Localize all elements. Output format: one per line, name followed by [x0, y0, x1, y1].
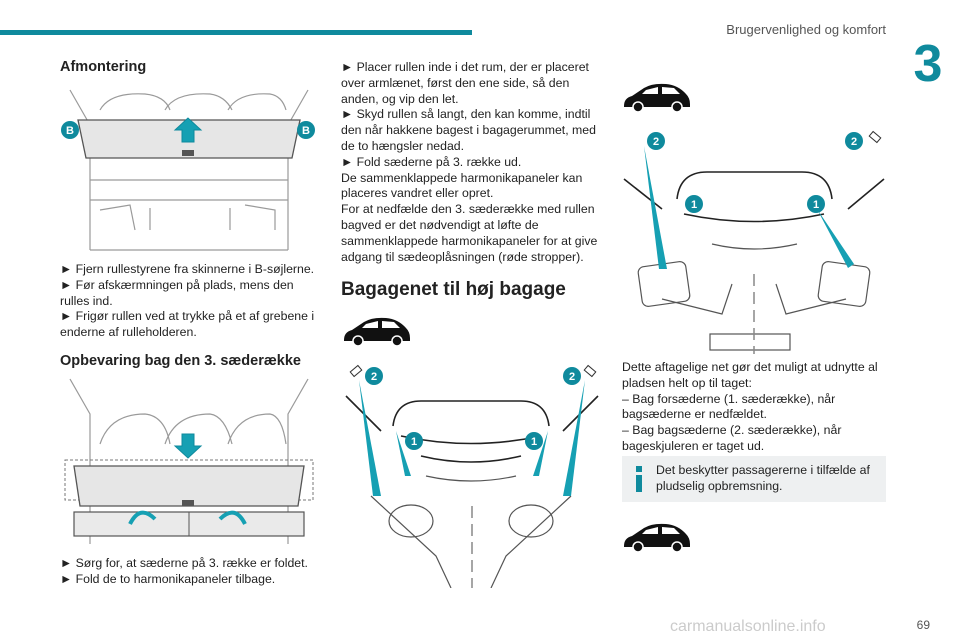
label-1-left: 1: [411, 436, 417, 448]
car-silhouette-icon: [624, 523, 690, 553]
para-behind-rear-seats: – Bag bagsæderne (2. sæderække), når bag…: [622, 423, 842, 453]
middle-heading-container: Bagagenet til høj bagage: [341, 278, 603, 302]
figure-net-mounting-right: 2 2 1 1: [622, 124, 886, 354]
label-2-left: 2: [653, 136, 659, 148]
info-text: Det beskytter passagererne i tilfælde af…: [656, 463, 870, 493]
left-bullets-2: ► Sørg for, at sæderne på 3. række er fo…: [60, 556, 322, 588]
para-fold-third-row: For at nedfælde den 3. sæderække med rul…: [341, 202, 598, 264]
watermark: carmanualsonline.info: [670, 618, 826, 635]
car-silhouette-icon: [624, 83, 690, 113]
para-panels-position: De sammenklappede harmonikapaneler kan p…: [341, 170, 583, 201]
label-b-right: B: [302, 125, 310, 137]
label-1-left: 1: [691, 199, 697, 211]
header-accent-bar: [0, 30, 472, 35]
heading-storage: Opbevaring bag den 3. sæderække: [60, 353, 301, 369]
figure-cover-removal: B B: [60, 80, 318, 256]
info-box: Det beskytter passagererne i tilfælde af…: [622, 456, 886, 502]
para-place-roll: ► Placer rullen inde i det rum, der er p…: [341, 60, 589, 106]
label-2-right: 2: [851, 136, 857, 148]
figure-net-mounting-left: 2 2 1 1: [341, 356, 603, 588]
heading-net: Bagagenet til høj bagage: [341, 279, 566, 300]
para-unfold-seats: ► Fold sæderne på 3. række ud.: [341, 154, 522, 169]
middle-text: ► Placer rullen inde i det rum, der er p…: [341, 60, 603, 265]
label-b-left: B: [66, 125, 74, 137]
bullet-remove-guides: ► Fjern rullestyrene fra skinnerne i B-s…: [60, 262, 315, 276]
info-icon: [636, 466, 642, 492]
label-1-right: 1: [531, 436, 537, 448]
para-behind-front-seats: – Bag forsæderne (1. sæderække), når bag…: [622, 391, 836, 422]
car-silhouette-icon: [344, 317, 410, 347]
bullet-fold-panels: ► Fold de to harmonikapaneler tilbage.: [60, 571, 276, 586]
label-2-right: 2: [569, 371, 575, 383]
section-title: Brugervenlighed og komfort: [726, 22, 886, 37]
left-heading2-container: Opbevaring bag den 3. sæderække: [60, 352, 322, 370]
left-bullets-1: ► Fjern rullestyrene fra skinnerne i B-s…: [60, 262, 322, 341]
heading-afmontering: Afmontering: [60, 59, 147, 75]
bullet-seats-folded: ► Sørg for, at sæderne på 3. række er fo…: [60, 556, 308, 570]
left-heading-container: Afmontering: [60, 58, 320, 76]
figure-cover-storage: [60, 374, 318, 550]
para-slide-roll: ► Skyd rullen så langt, den kan komme, i…: [341, 107, 596, 153]
label-1-right: 1: [813, 199, 819, 211]
chapter-number: 3: [913, 35, 943, 93]
page-number: 69: [916, 618, 930, 632]
right-text: Dette aftagelige net gør det muligt at u…: [622, 360, 886, 455]
para-net-description: Dette aftagelige net gør det muligt at u…: [622, 360, 878, 390]
bullet-guide-cover: ► Før afskærmningen på plads, mens den r…: [60, 277, 294, 308]
label-2-left: 2: [371, 371, 377, 383]
bullet-release-roll: ► Frigør rullen ved at trykke på et af g…: [60, 309, 315, 340]
